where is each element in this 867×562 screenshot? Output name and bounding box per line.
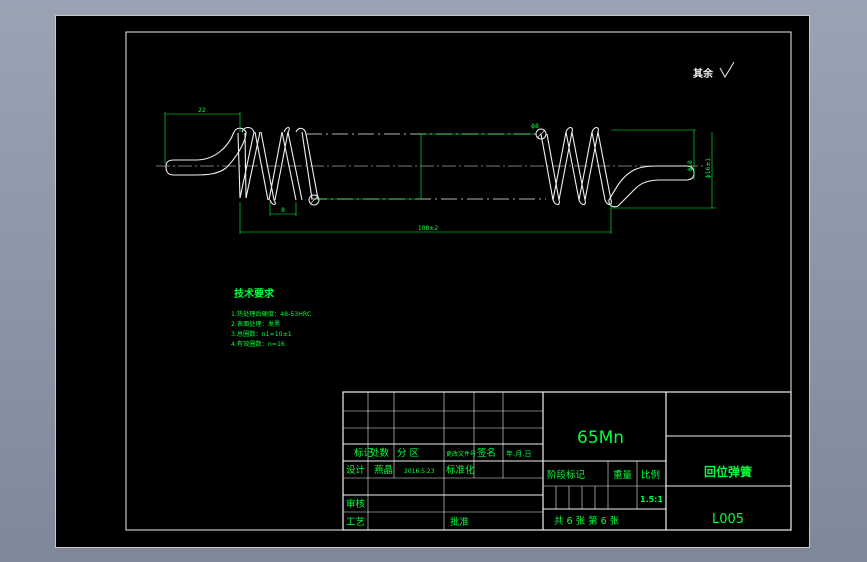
dim-total-length: 108±2 [418,225,438,232]
rev-header: 签名 [477,447,496,459]
drawing-number: L005 [712,512,744,527]
right-hook [608,165,695,208]
part-name: 回位弹簧 [704,464,752,479]
weight-label: 重量 [613,469,633,481]
material: 65Mn [577,428,624,448]
rev-header: 标记 [354,447,374,459]
design-label: 设计 [346,464,366,476]
designer-name: 燕晶 [374,464,393,476]
standard-label: 标准化 [446,464,475,476]
rev-header: 处数 [370,447,390,459]
spring-view [156,126,706,208]
left-coils [237,126,319,206]
tech-requirements: 技术要求 1.热处理后硬度：48-53HRC 2.表面处理：发黑 3.总圈数：n… [231,287,311,348]
tech-item: 2.表面处理：发黑 [231,320,280,328]
design-date: 2016.5.23 [404,468,435,475]
tech-title: 技术要求 [234,287,275,300]
review-label: 审核 [346,498,366,510]
tech-item: 3.总圈数：n1=10±1 [231,330,292,338]
tech-item: 4.有效圈数：n=16 [231,340,285,348]
left-wire-section [308,194,320,206]
right-coils [540,126,612,206]
drawing-svg: 其余 [125,31,792,531]
roughness-symbol-icon [719,61,735,78]
scale-value: 1.5:1 [640,495,663,504]
dim-left-length: 22 [198,107,206,114]
dim-callout-small: ϕ8 [531,123,539,130]
dim-outer-diameter: ϕ16±1 [705,158,712,179]
surface-note-text: 其余 [693,67,714,80]
approve-label: 批准 [450,516,470,528]
sheet-count: 共 6 张 第 6 张 [554,515,620,527]
dimensions: 22 8 108±2 ϕ8 ϕ18 ϕ16±1 [164,107,716,234]
surface-roughness-note: 其余 [693,61,735,80]
scale-label: 比例 [641,469,660,481]
dim-pitch: 8 [281,207,285,214]
left-hook [165,127,247,176]
right-wire-section [535,128,547,140]
title-block [342,391,792,531]
stage-label: 阶段标记 [547,469,586,481]
dim-diameter: ϕ18 [687,160,694,172]
rev-header: 年.月.日 [506,449,531,458]
drawing-canvas: 其余 [55,15,810,548]
rev-header: 分 区 [397,448,420,459]
title-block-text: 标记 处数 分 区 更改文件号 签名 年.月.日 设计 燕晶 2016.5.23… [346,428,752,528]
rev-header: 更改文件号 [446,450,476,458]
process-label: 工艺 [346,517,365,528]
tech-item: 1.热处理后硬度：48-53HRC [231,310,311,318]
